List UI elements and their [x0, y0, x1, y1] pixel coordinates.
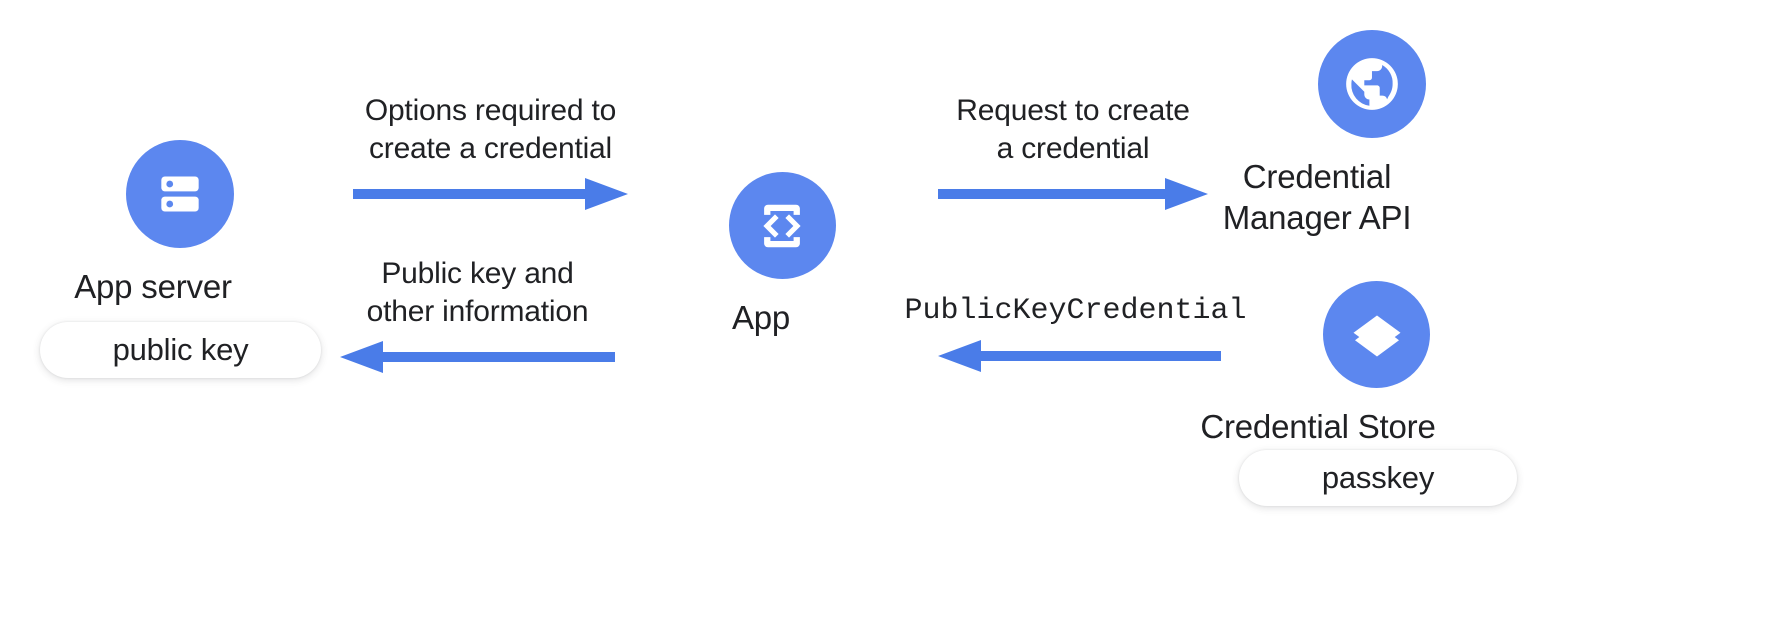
node-label-credential-manager-api: Credential Manager API [1222, 158, 1412, 236]
pill-public-key: public key [40, 322, 321, 378]
node-label-app: App [731, 299, 791, 336]
mobile-code-icon [728, 172, 836, 279]
arrow-caption-options-required: Options required to create a credential [364, 94, 617, 165]
arrow-public-key-other-info: Public key and other information [340, 255, 615, 375]
arrow-left-icon [340, 341, 615, 373]
node-credential-store: Credential Store [1200, 281, 1436, 447]
globe-icon [1318, 30, 1426, 138]
node-label-app-server: App server [74, 268, 232, 305]
arrow-public-key-credential: PublicKeyCredential [904, 292, 1247, 374]
node-credential-manager-api: Credential Manager API [1223, 30, 1427, 238]
arrow-request-to-create: Request to create a credential [938, 92, 1208, 212]
node-app: App [724, 172, 840, 338]
arrow-right-icon [353, 178, 628, 210]
arrow-caption-public-key-credential: PublicKeyCredential [904, 294, 1247, 328]
arrow-left-icon [937, 340, 1221, 372]
pill-label-public-key: public key [112, 332, 249, 367]
pill-passkey: passkey [1239, 450, 1517, 506]
arrow-options-required: Options required to create a credential [353, 92, 628, 212]
pill-label-passkey: passkey [1321, 460, 1435, 495]
layers-icon [1323, 281, 1430, 388]
server-icon [126, 140, 234, 248]
node-label-credential-store: Credential Store [1200, 408, 1436, 445]
arrow-caption-public-key-other-info: Public key and other information [366, 257, 589, 328]
arrow-caption-request-to-create: Request to create a credential [956, 94, 1190, 165]
arrow-right-icon [938, 178, 1208, 210]
node-app-server: App server [74, 140, 256, 307]
